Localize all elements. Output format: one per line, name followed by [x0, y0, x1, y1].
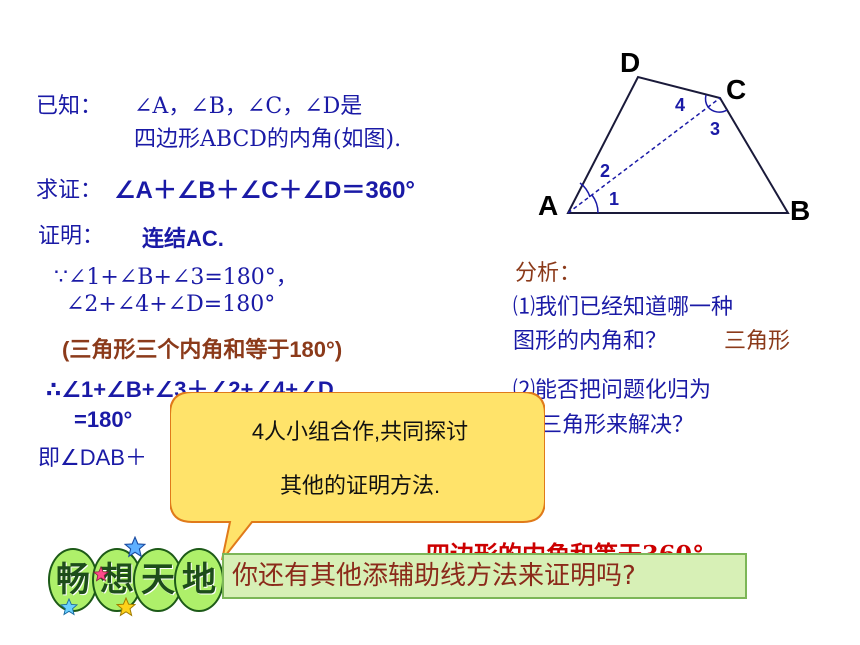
star-icon — [124, 536, 146, 558]
angle-arc-4 — [704, 94, 709, 108]
prove-label: 求证： — [36, 177, 103, 202]
proof-reason: (三角形三个内角和等于180°) — [62, 337, 343, 362]
prove-statement: ∠A＋∠B＋∠C＋∠D＝360° — [114, 177, 416, 204]
diagonal-ac — [567, 97, 721, 214]
question-box: 你还有其他添辅助线方法来证明吗? — [222, 553, 747, 599]
given-line-1: ∠A，∠B，∠C，∠D是 — [134, 94, 363, 119]
angle-arc-1 — [591, 194, 599, 214]
quadrilateral-figure: A B C D 1 2 3 4 — [538, 47, 810, 226]
banner-char-bubble-4: 地 — [174, 548, 224, 612]
vertex-label-a: A — [538, 190, 558, 221]
analysis-q2-line-1: ⑵能否把问题化归为 — [513, 377, 712, 402]
star-icon — [93, 566, 109, 582]
star-icon — [116, 597, 136, 617]
angle-label-4: 4 — [675, 95, 685, 115]
callout-line-1: 4人小组合作,共同探讨 — [251, 419, 469, 444]
proof-step-connect-ac: 连结AC. — [142, 226, 224, 251]
analysis-q2-line-2: 三角形来解决？ — [540, 412, 695, 437]
given-line-2: 四边形ABCD的内角(如图). — [134, 127, 402, 152]
callout-bubble: 4人小组合作,共同探讨 其他的证明方法. — [170, 392, 545, 561]
proof-because-line-2: ∠2+∠4+∠D=180° — [66, 292, 276, 317]
proof-equals-line: =180° — [74, 407, 133, 432]
proof-because-line-1: ∵∠1+∠B+∠3=180°， — [54, 265, 298, 290]
analysis-q1-answer: 三角形 — [724, 328, 791, 353]
proof-label: 证明： — [38, 223, 105, 248]
star-icon — [60, 598, 78, 616]
angle-label-3: 3 — [710, 119, 720, 139]
analysis-q1-line-1: ⑴我们已经知道哪一种 — [513, 294, 734, 319]
vertex-label-d: D — [620, 47, 640, 78]
angle-arc-3 — [707, 106, 728, 113]
callout-line-2: 其他的证明方法. — [279, 473, 441, 498]
callout-shape — [170, 392, 545, 561]
vertex-label-b: B — [790, 195, 810, 226]
given-label: 已知： — [36, 93, 103, 118]
proof-ie-line: 即∠DAB＋ — [38, 445, 147, 470]
angle-label-1: 1 — [609, 189, 619, 209]
angle-label-2: 2 — [600, 161, 610, 181]
analysis-q1-line-2: 图形的内角和？ — [513, 328, 668, 353]
vertex-label-c: C — [726, 74, 746, 105]
analysis-label: 分析： — [515, 260, 582, 285]
banner-char-bubble-3: 天 — [133, 548, 183, 612]
angle-arc-2 — [579, 182, 591, 198]
